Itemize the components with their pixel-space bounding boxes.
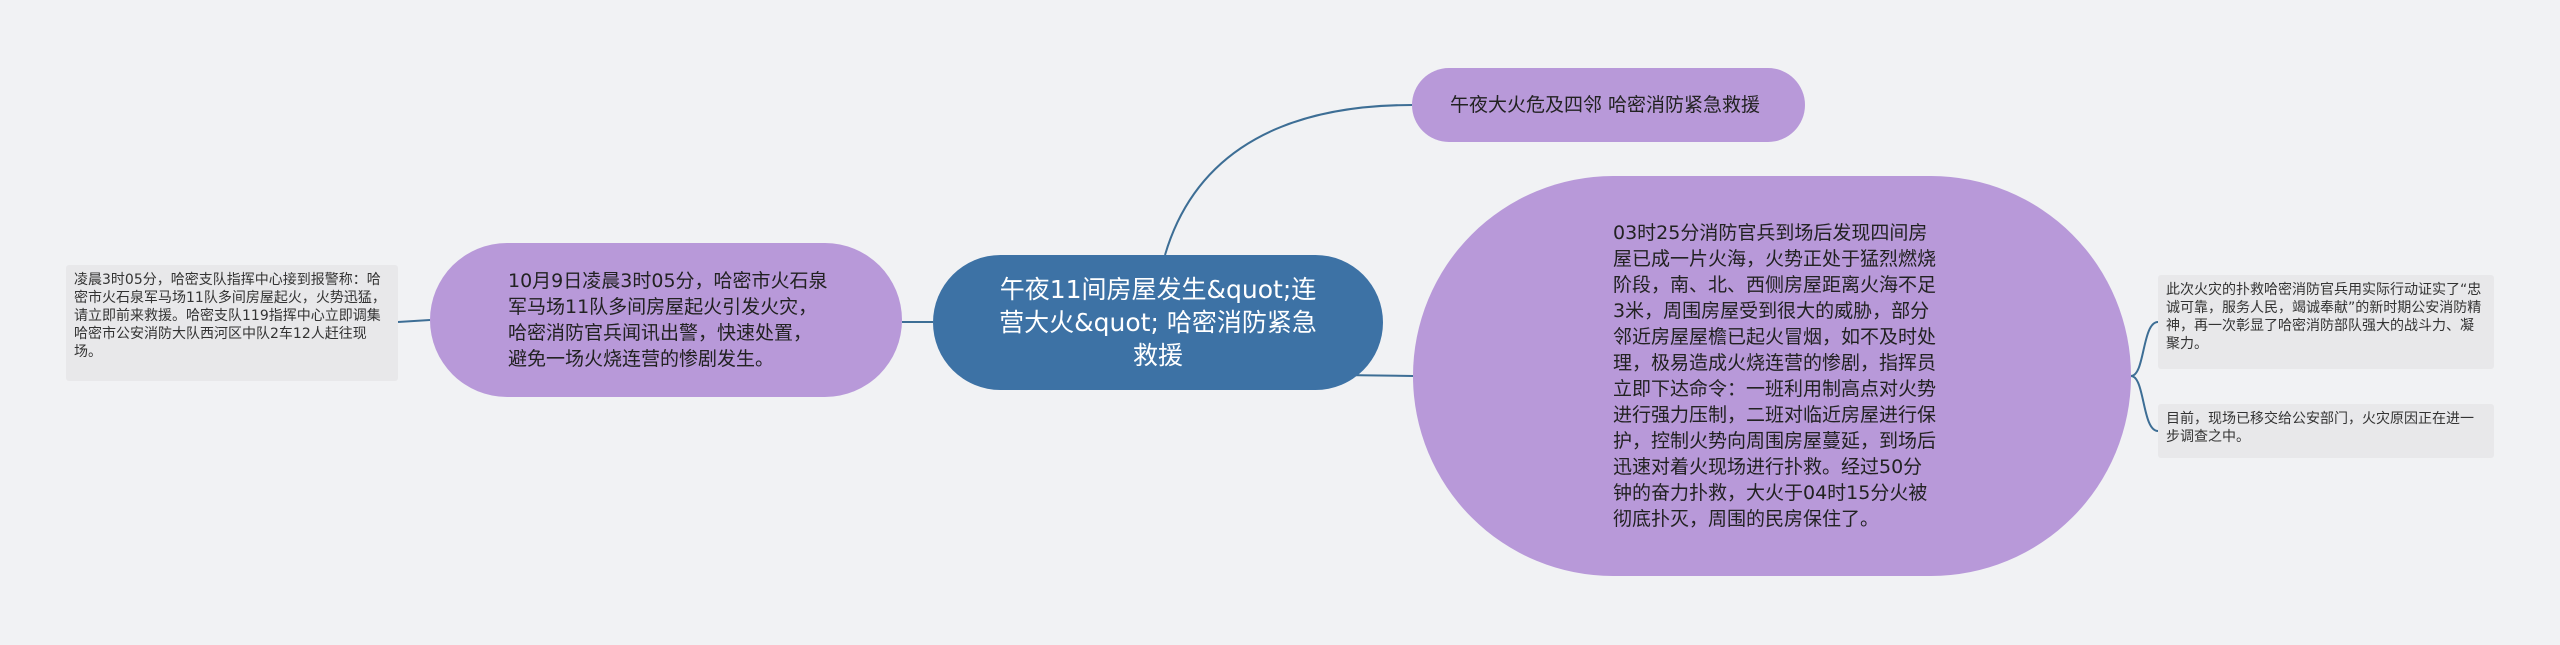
branch-left-text: 10月9日凌晨3时05分，哈密市火石泉军马场11队多间房屋起火引发火灾，哈密消防…: [508, 270, 828, 370]
branch-right-text: 03时25分消防官兵到场后发现四间房屋已成一片火海，火势正处于猛烈燃烧阶段，南、…: [1613, 222, 1937, 530]
center-topic[interactable]: 午夜11间房屋发生&quot;连营大火&quot; 哈密消防紧急救援: [933, 255, 1383, 390]
leaf-left[interactable]: 凌晨3时05分，哈密支队指挥中心接到报警称：哈密市火石泉军马场11队多间房屋起火…: [66, 265, 398, 381]
leaf-right-1-text: 此次火灾的扑救哈密消防官兵用实际行动证实了“忠诚可靠，服务人民，竭诚奉献”的新时…: [2166, 282, 2482, 352]
connector-right-leaf-2: [2130, 375, 2159, 432]
branch-top[interactable]: 午夜大火危及四邻 哈密消防紧急救援: [1412, 68, 1805, 142]
leaf-right-1[interactable]: 此次火灾的扑救哈密消防官兵用实际行动证实了“忠诚可靠，服务人民，竭诚奉献”的新时…: [2158, 275, 2494, 369]
branch-top-text: 午夜大火危及四邻 哈密消防紧急救援: [1450, 94, 1761, 116]
connector-center-top: [1164, 104, 1413, 256]
leaf-right-2[interactable]: 目前，现场已移交给公安部门，火灾原因正在进一步调查之中。: [2158, 404, 2494, 458]
branch-left[interactable]: 10月9日凌晨3时05分，哈密市火石泉军马场11队多间房屋起火引发火灾，哈密消防…: [430, 243, 902, 397]
center-topic-text: 午夜11间房屋发生&quot;连营大火&quot; 哈密消防紧急救援: [999, 275, 1317, 370]
leaf-left-text: 凌晨3时05分，哈密支队指挥中心接到报警称：哈密市火石泉军马场11队多间房屋起火…: [74, 272, 386, 360]
connector-right-leaf-1: [2130, 321, 2159, 377]
branch-right[interactable]: 03时25分消防官兵到场后发现四间房屋已成一片火海，火势正处于猛烈燃烧阶段，南、…: [1413, 176, 2131, 576]
leaf-right-2-text: 目前，现场已移交给公安部门，火灾原因正在进一步调查之中。: [2166, 411, 2474, 445]
connector-left-leaf: [397, 319, 431, 323]
